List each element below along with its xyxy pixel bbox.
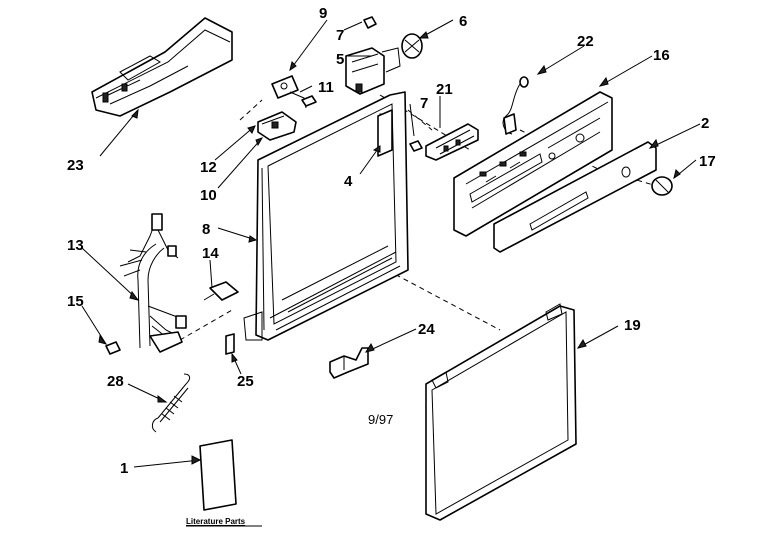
callout-4: 4	[344, 173, 353, 190]
callout-8: 8	[202, 221, 210, 238]
callout-6: 6	[459, 13, 467, 30]
callout-25: 25	[237, 373, 254, 390]
callout-16: 16	[653, 47, 670, 64]
part-4-striker	[377, 109, 393, 157]
part-19-door-panel	[425, 303, 577, 521]
part-15-screw	[105, 341, 121, 355]
part-7-screw-side	[409, 140, 423, 152]
callout-5: 5	[336, 51, 344, 68]
callout-7-top: 7	[336, 27, 344, 44]
callout-24: 24	[418, 321, 435, 338]
callout-28: 28	[107, 373, 124, 390]
date-code: 9/97	[368, 412, 393, 427]
part-6-knob-gear	[401, 33, 423, 59]
literature-parts-label: Literature Parts	[186, 517, 246, 526]
callout-22: 22	[577, 33, 594, 50]
callout-12: 12	[200, 159, 217, 176]
leader-lines	[81, 19, 701, 468]
callout-21: 21	[436, 81, 453, 98]
part-2-panel-front	[493, 141, 657, 253]
part-7-screw-top	[363, 16, 377, 29]
part-28-spring	[151, 373, 191, 433]
callout-23: 23	[67, 157, 84, 174]
callout-17: 17	[699, 153, 716, 170]
callout-7-side: 7	[420, 95, 428, 112]
callout-labels: 9 7 5 6 11 12 10 4 8 13 14 15 25 28 1 23…	[67, 5, 716, 477]
callout-19: 19	[624, 317, 641, 334]
callout-10: 10	[200, 187, 217, 204]
part-13-harness	[119, 213, 187, 353]
part-14-connector	[203, 281, 239, 301]
part-16-control-panel	[453, 91, 613, 237]
part-25-clip	[225, 333, 235, 355]
part-17-knob	[651, 176, 673, 196]
part-1-literature	[199, 439, 237, 511]
part-21-switch-bracket	[425, 123, 479, 161]
callout-1: 1	[120, 460, 128, 477]
callout-15: 15	[67, 293, 84, 310]
part-24-hinge	[329, 347, 369, 379]
part-11-screw	[301, 95, 317, 107]
callout-2: 2	[701, 115, 709, 132]
callout-11: 11	[318, 79, 334, 96]
part-10-latch-base	[257, 111, 297, 141]
part-23-bracket	[91, 17, 233, 117]
part-22-wire	[502, 76, 529, 135]
callout-14: 14	[202, 245, 219, 262]
callout-13: 13	[67, 237, 84, 254]
part-5-actuator	[345, 47, 401, 95]
part-8-inner-frame	[243, 91, 409, 341]
callout-9: 9	[319, 5, 327, 22]
